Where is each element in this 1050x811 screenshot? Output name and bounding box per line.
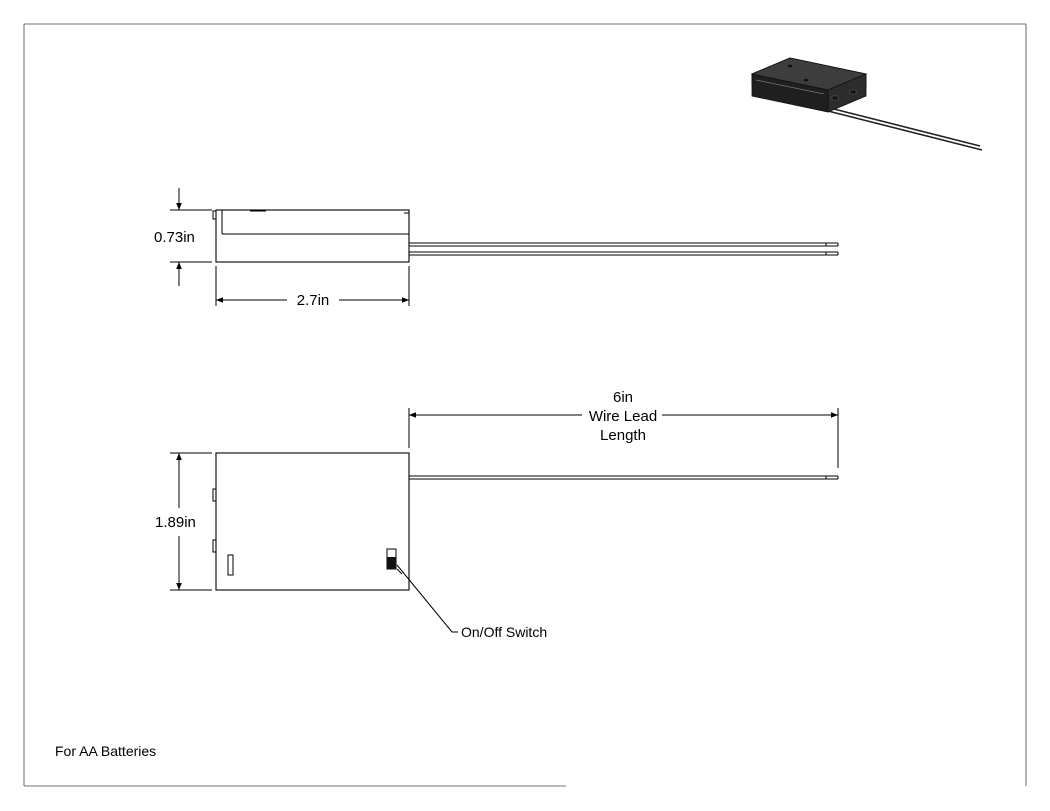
length-dimension: 2.7in [215,266,410,309]
battery-type-note: For AA Batteries [55,743,156,759]
top-view-wire-lead [409,475,839,480]
switch-callout: On/Off Switch [396,564,547,640]
width-dimension: 1.89in [155,452,212,591]
sheet-border [23,23,1027,787]
wire-lead-label-line3: Length [600,427,646,444]
wire-lead-dimension: 6in Wire Lead Length [408,389,839,468]
isometric-view [750,57,983,151]
switch-callout-label: On/Off Switch [461,624,547,640]
height-dimension-label: 0.73in [154,229,195,246]
height-dimension: 0.73in [154,188,212,286]
side-view [212,209,410,263]
wire-lead-label-line1: 6in [613,389,633,406]
side-view-wire-lead [409,242,839,256]
width-dimension-label: 1.89in [155,514,196,531]
length-dimension-label: 2.7in [297,292,330,309]
wire-lead-label-line2: Wire Lead [589,408,657,425]
top-view [212,452,410,591]
